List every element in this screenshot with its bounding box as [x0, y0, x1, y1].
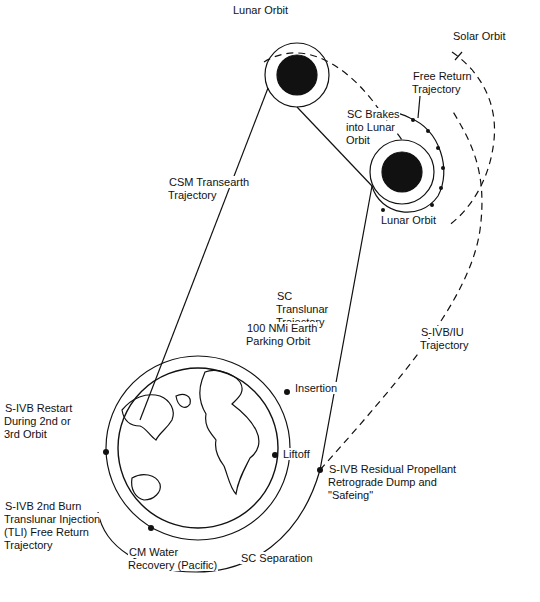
trajectory-label: S-IVB/IU Trajectory	[420, 326, 490, 352]
trajectory-label: Solar Orbit	[452, 30, 532, 43]
label-text: Liftoff	[282, 448, 311, 460]
australia	[132, 475, 161, 500]
label-text: Free Return Trajectory	[412, 70, 472, 95]
earth-globe	[118, 368, 278, 528]
trajectory-label: SC Separation	[240, 552, 330, 565]
trajectory-label: Insertion	[294, 382, 374, 395]
lunar-orbit-ring	[370, 140, 434, 204]
label-text: SC Separation	[240, 552, 314, 564]
lunar-orbit-ring	[265, 43, 329, 107]
moon	[277, 55, 317, 95]
trajectory-label: S-IVB 2nd Burn Translunar Injection (TLI…	[4, 500, 116, 552]
label-text: SC Brakes into Lunar Orbit	[346, 108, 400, 146]
trajectory-label: CSM Transearth Trajectory	[168, 176, 258, 202]
label-text: Lunar Orbit	[380, 214, 437, 226]
americas	[200, 370, 259, 494]
trajectory-label: Free Return Trajectory	[412, 70, 482, 96]
label-text: S-IVB Residual Propellant Retrograde Dum…	[328, 463, 456, 501]
label-text: S-IVB Restart During 2nd or 3rd Orbit	[4, 402, 72, 440]
trajectory-label: Lunar Orbit	[232, 4, 312, 17]
trajectory-label: CM Water Recovery (Pacific)	[128, 546, 220, 572]
label-text: Insertion	[294, 382, 338, 394]
label-text: S-IVB/IU Trajectory	[420, 326, 470, 351]
sivb-trajectory	[320, 110, 482, 470]
island	[176, 394, 190, 407]
label-text: Lunar Orbit	[232, 4, 289, 16]
parking-orbit	[106, 356, 290, 540]
trajectory-label: 100 NMi Earth Parking Orbit	[246, 322, 336, 348]
label-text: CSM Transearth Trajectory	[168, 176, 249, 201]
trajectory-label: S-IVB Restart During 2nd or 3rd Orbit	[4, 402, 76, 441]
trajectory-label: S-IVB Residual Propellant Retrograde Dum…	[328, 463, 458, 502]
label-text: 100 NMi Earth Parking Orbit	[246, 322, 317, 347]
trajectory-label: Liftoff	[282, 448, 342, 461]
leader-line	[455, 52, 462, 60]
transearth-line	[140, 88, 268, 420]
label-text: CM Water Recovery (Pacific)	[128, 546, 218, 571]
label-text: Solar Orbit	[452, 30, 507, 42]
trajectory-label: Lunar Orbit	[380, 214, 460, 227]
leader-line	[418, 96, 420, 118]
label-text: S-IVB 2nd Burn Translunar Injection (TLI…	[4, 500, 100, 551]
trajectory-label: SC Brakes into Lunar Orbit	[346, 108, 402, 147]
translunar-line	[98, 186, 372, 572]
moon	[382, 152, 422, 192]
